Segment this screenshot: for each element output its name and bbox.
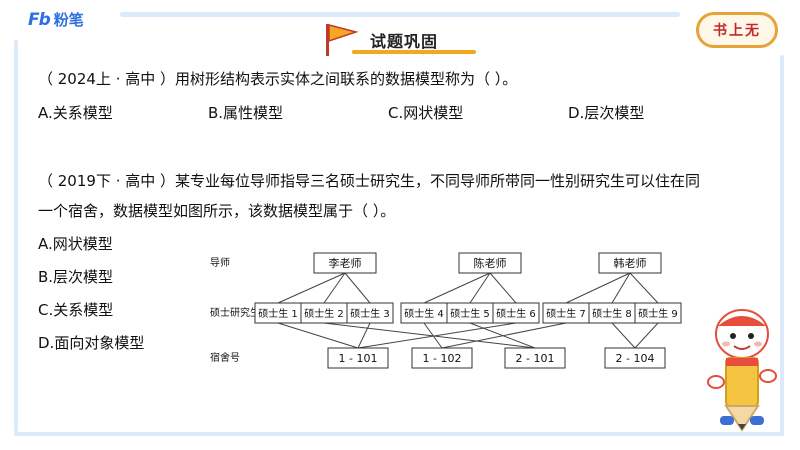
dorm-node-2 bbox=[411, 347, 473, 369]
link-student-6-dorm-1 bbox=[357, 322, 517, 349]
link-student-4-dorm-2 bbox=[423, 322, 443, 349]
teacher-node-2 bbox=[458, 252, 522, 274]
link-teacher-2-student-6 bbox=[489, 272, 517, 304]
link-teacher-3-student-8 bbox=[611, 272, 631, 304]
student-label-1: 硕士生 1 bbox=[258, 307, 298, 320]
student-label-2: 硕士生 2 bbox=[304, 307, 344, 320]
student-node-9 bbox=[634, 302, 682, 324]
question-1-stem: （ 2024上 · 高中 ）用树形结构表示实体之间联系的数据模型称为（ ）。 bbox=[38, 70, 518, 88]
top-bar: Fb 粉笔 bbox=[0, 0, 800, 40]
teacher-node-1 bbox=[313, 252, 377, 274]
student-node-3 bbox=[346, 302, 394, 324]
brand-name: 粉笔 bbox=[53, 11, 84, 29]
link-teacher-2-student-4 bbox=[423, 272, 491, 304]
row-label-2: 硕士研究生 bbox=[210, 306, 260, 319]
q2-option-b[interactable]: B.层次模型 bbox=[38, 268, 114, 286]
left-border bbox=[14, 40, 18, 432]
teacher-label-1: 李老师 bbox=[329, 256, 362, 270]
right-border bbox=[780, 55, 784, 435]
dorm-node-4 bbox=[604, 347, 666, 369]
link-student-3-dorm-1 bbox=[357, 322, 371, 349]
row-label-3: 宿舍号 bbox=[210, 351, 240, 364]
title-underline bbox=[352, 50, 476, 54]
bottom-border bbox=[14, 432, 784, 436]
dorm-node-3 bbox=[504, 347, 566, 369]
row-label-1: 导师 bbox=[210, 256, 230, 269]
flag-icon bbox=[326, 24, 359, 56]
header-divider bbox=[120, 12, 680, 17]
dorm-label-3: 2 - 101 bbox=[516, 352, 555, 365]
q2-option-a[interactable]: A.网状模型 bbox=[38, 235, 113, 253]
link-student-1-dorm-1 bbox=[277, 322, 359, 349]
student-label-5: 硕士生 5 bbox=[450, 307, 490, 320]
student-label-8: 硕士生 8 bbox=[592, 307, 632, 320]
q1-option-c[interactable]: C.网状模型 bbox=[388, 104, 464, 122]
student-label-7: 硕士生 7 bbox=[546, 307, 586, 320]
brand-logo: Fb 粉笔 bbox=[28, 9, 84, 30]
student-label-6: 硕士生 6 bbox=[496, 307, 536, 320]
link-student-9-dorm-4 bbox=[634, 322, 659, 349]
student-label-3: 硕士生 3 bbox=[350, 307, 390, 320]
link-teacher-2-student-5 bbox=[469, 272, 491, 304]
link-student-7-dorm-2 bbox=[441, 322, 567, 349]
q1-option-a[interactable]: A.关系模型 bbox=[38, 104, 113, 122]
link-student-2-dorm-3 bbox=[323, 322, 536, 349]
dorm-label-2: 1 - 102 bbox=[423, 352, 462, 365]
teacher-label-2: 陈老师 bbox=[474, 256, 507, 270]
q2-option-d[interactable]: D.面向对象模型 bbox=[38, 334, 145, 352]
link-teacher-1-student-2 bbox=[323, 272, 346, 304]
section-title: 试题巩固 bbox=[322, 22, 476, 58]
teacher-node-3 bbox=[598, 252, 662, 274]
student-node-6 bbox=[492, 302, 540, 324]
q1-option-b[interactable]: B.属性模型 bbox=[208, 104, 284, 122]
dorm-label-4: 2 - 104 bbox=[616, 352, 655, 365]
link-teacher-1-student-3 bbox=[344, 272, 371, 304]
q2-option-c[interactable]: C.关系模型 bbox=[38, 301, 114, 319]
link-teacher-1-student-1 bbox=[277, 272, 346, 304]
brand-mark: Fb bbox=[28, 9, 51, 30]
dorm-label-1: 1 - 101 bbox=[339, 352, 378, 365]
q1-option-d[interactable]: D.层次模型 bbox=[568, 104, 645, 122]
question-2-stem-line-2: 一个宿舍，数据模型如图所示，该数据模型属于（ ）。 bbox=[38, 202, 396, 220]
section-title-text: 试题巩固 bbox=[370, 32, 439, 51]
dorm-node-1 bbox=[327, 347, 389, 369]
student-label-9: 硕士生 9 bbox=[638, 307, 678, 320]
link-teacher-3-student-7 bbox=[565, 272, 631, 304]
stamp-badge: 书上无 bbox=[696, 12, 778, 48]
pencil-mascot-icon bbox=[707, 309, 777, 432]
stamp-text: 书上无 bbox=[713, 23, 761, 39]
link-teacher-3-student-9 bbox=[629, 272, 659, 304]
student-label-4: 硕士生 4 bbox=[404, 307, 444, 320]
question-2-stem-line-1: （ 2019下 · 高中 ）某专业每位导师指导三名硕士研究生，不同导师所带同一性… bbox=[38, 172, 701, 190]
link-student-8-dorm-4 bbox=[611, 322, 636, 349]
teacher-label-3: 韩老师 bbox=[614, 256, 647, 270]
